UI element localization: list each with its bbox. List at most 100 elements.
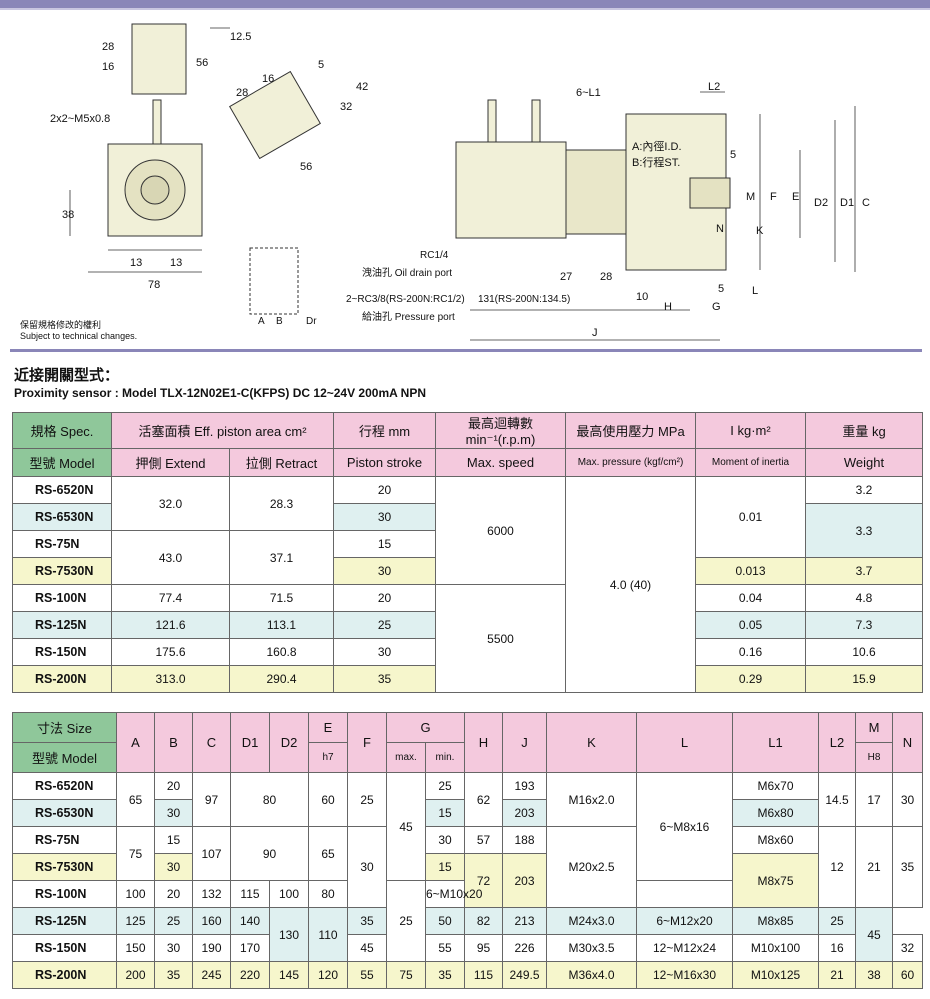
- pressure-header: 最高使用壓力 MPa: [565, 412, 696, 449]
- col-header-c: C: [192, 712, 231, 773]
- cell: 15: [333, 530, 436, 558]
- cell: 150: [116, 934, 155, 962]
- dim-label: B:行程ST.: [632, 156, 680, 169]
- cell: 0.16: [695, 638, 806, 666]
- small-label: Dr: [306, 316, 317, 327]
- dim-label: 13: [130, 257, 142, 269]
- cell: 35: [892, 826, 923, 908]
- cell: 12: [818, 826, 856, 908]
- table-row-model: RS-75N: [12, 826, 117, 854]
- cell: 30: [154, 934, 193, 962]
- cell: M8x75: [732, 853, 819, 908]
- side-view-body: [455, 141, 567, 239]
- cell: 12~M12x24: [636, 934, 733, 962]
- cell: 43.0: [111, 530, 230, 585]
- small-label: A: [258, 316, 265, 327]
- cell: 57: [464, 826, 503, 854]
- dim-label: N: [716, 223, 724, 235]
- col-header-l: L: [636, 712, 733, 773]
- dimension-table: 寸法 Size A B C D1 D2 E F G H J K L L1 L2 …: [12, 712, 923, 989]
- inertia-header: I kg·m²: [695, 412, 806, 449]
- cell: M10x100: [732, 934, 819, 962]
- cell: 20: [333, 476, 436, 504]
- cell: 60: [892, 961, 923, 989]
- dim-label: 42: [356, 81, 368, 93]
- cell: 0.013: [695, 557, 806, 585]
- pressure-subheader: Max. pressure (kgf/cm²): [565, 448, 696, 477]
- table-row-model: RS-100N: [12, 880, 117, 908]
- table-row-model: RS-7530N: [12, 557, 112, 585]
- cell: 45: [347, 934, 387, 962]
- model-header: 型號 Model: [12, 742, 117, 773]
- cell: M6x70: [732, 772, 819, 800]
- cell: 188: [502, 826, 547, 854]
- cell: 97: [192, 772, 231, 827]
- dim-label: 5: [730, 149, 736, 161]
- callout-pressure-port: 給油孔 Pressure port: [362, 310, 455, 323]
- cell: 25: [333, 611, 436, 639]
- dim-label: 2x2~M5x0.8: [50, 113, 110, 125]
- weight-header: 重量 kg: [805, 412, 923, 449]
- cell: 25: [425, 772, 465, 800]
- cell: 3.7: [805, 557, 923, 585]
- cell: M20x2.5: [546, 826, 637, 908]
- table-row-model: RS-125N: [12, 611, 112, 639]
- cell: 35: [425, 961, 465, 989]
- col-header-n: N: [892, 712, 923, 773]
- callout-rc14: RC1/4: [420, 250, 449, 261]
- cell: 10.6: [805, 638, 923, 666]
- table-row-model: RS-100N: [12, 584, 112, 612]
- cell: 190: [192, 934, 231, 962]
- cell: 4.8: [805, 584, 923, 612]
- small-flange-view: [131, 23, 187, 95]
- spec-table: 規格 Spec. 活塞面積 Eff. piston area cm² 行程 mm…: [12, 412, 923, 693]
- stroke-subheader: Piston stroke: [333, 448, 436, 477]
- cell: 32: [892, 934, 923, 962]
- cell: 20: [333, 584, 436, 612]
- model-header: 型號 Model: [12, 448, 112, 477]
- cell: 290.4: [229, 665, 334, 693]
- dim-label: 27: [560, 271, 572, 283]
- cell: 160: [192, 907, 231, 935]
- cell: 80: [308, 880, 348, 908]
- col-header-h: H: [464, 712, 503, 773]
- cell: 170: [230, 934, 270, 962]
- dim-label: D1: [840, 197, 854, 209]
- subheader-h8: H8: [855, 742, 893, 773]
- piston-area-header: 活塞面積 Eff. piston area cm²: [111, 412, 334, 449]
- cell: 220: [230, 961, 270, 989]
- cell: 140: [230, 907, 270, 935]
- col-header-j: J: [502, 712, 547, 773]
- cell: 145: [269, 961, 309, 989]
- cell: 30: [154, 853, 193, 881]
- weight-subheader: Weight: [805, 448, 923, 477]
- dim-label: 16: [102, 61, 114, 73]
- cell: 12~M16x30: [636, 961, 733, 989]
- cell: 35: [333, 665, 436, 693]
- cell: 30: [425, 826, 465, 854]
- cell: 3.3: [805, 503, 923, 558]
- cell: 45: [855, 907, 893, 962]
- cell: 6~M8x16: [636, 772, 733, 881]
- dim-label: E: [792, 191, 799, 203]
- cell: 4.0 (40): [565, 476, 696, 693]
- dim-label: 32: [340, 101, 352, 113]
- cell: 75: [116, 826, 155, 881]
- dim-label: 12.5: [230, 31, 251, 43]
- cell: M6x80: [732, 799, 819, 827]
- cell: 65: [116, 772, 155, 827]
- cell: M10x125: [732, 961, 819, 989]
- cell: 15: [425, 853, 465, 881]
- cell: 132: [192, 880, 231, 908]
- dim-label: D2: [814, 197, 828, 209]
- cell: 28.3: [229, 476, 334, 531]
- dim-label: 6~L1: [576, 87, 601, 99]
- cell: 115: [230, 880, 270, 908]
- note-line-zh: 保留規格修改的權利: [20, 320, 102, 330]
- cell: 313.0: [111, 665, 230, 693]
- rotated-flange-view: [229, 70, 321, 160]
- col-header-k: K: [546, 712, 637, 773]
- dim-label: H: [664, 301, 672, 313]
- cell: 37.1: [229, 530, 334, 585]
- cell: 25: [386, 880, 426, 962]
